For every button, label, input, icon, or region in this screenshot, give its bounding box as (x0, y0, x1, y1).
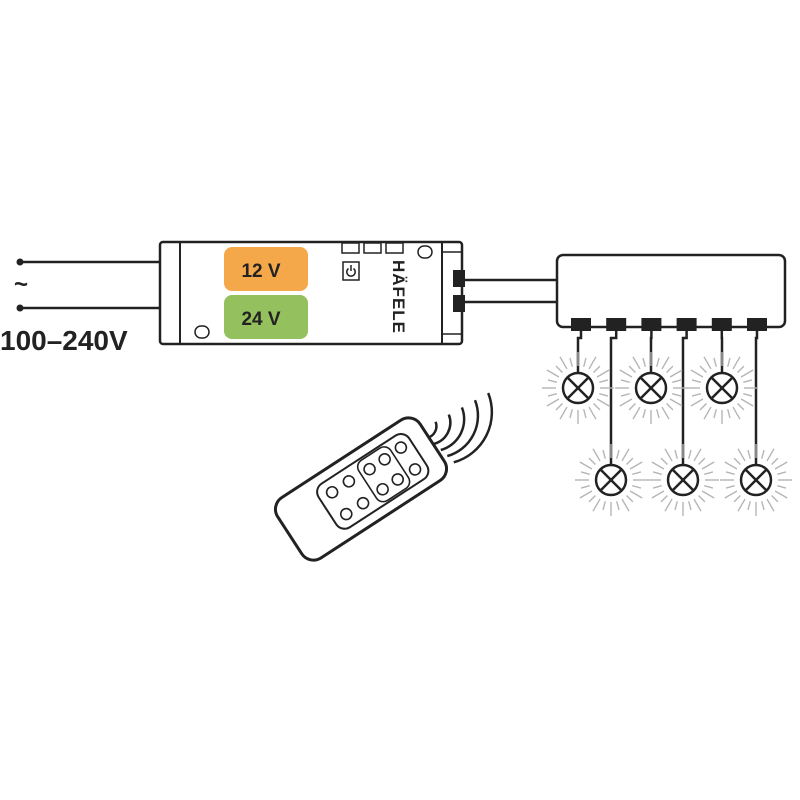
distributor-port-4 (676, 318, 697, 331)
indicator-led-3 (385, 242, 404, 254)
remote-button-8[interactable] (390, 472, 405, 487)
output-12v-label: 12 V (241, 261, 280, 282)
distributor-ports (571, 318, 767, 331)
lamp-icon (720, 444, 792, 516)
remote-button-1[interactable] (325, 485, 340, 500)
remote-button-10[interactable] (407, 462, 422, 477)
lamp-wire-2 (609, 331, 618, 465)
indicator-led-2 (363, 242, 382, 254)
remote-button-6[interactable] (375, 482, 390, 497)
remote-button-4[interactable] (355, 496, 370, 511)
lamps (542, 352, 792, 516)
lamp-icon (575, 444, 647, 516)
power-icon[interactable] (342, 261, 360, 281)
remote-button-2[interactable] (339, 506, 354, 521)
remote-key-group (356, 446, 411, 503)
output-24v-badge (224, 295, 308, 339)
remote-button-7[interactable] (377, 452, 392, 467)
ac-symbol: ~ (14, 271, 28, 298)
distributor-port-5 (711, 318, 732, 331)
distributor-housing (555, 253, 787, 329)
lamp-wire-4 (681, 331, 688, 465)
remote-button-3[interactable] (341, 474, 356, 489)
input-voltage-label: 100–240V (0, 325, 128, 356)
led-driver: 12 V 24 V HÄFELE (158, 240, 465, 346)
output-connector-bottom (453, 295, 465, 312)
distributor-port-6 (747, 318, 767, 331)
lamp-icon (686, 352, 758, 424)
distributor-port-2 (606, 318, 627, 331)
lamp-icon (542, 352, 614, 424)
lamp-icon (615, 352, 687, 424)
screw-icon-right (417, 245, 433, 259)
remote-control-icon[interactable] (270, 413, 452, 566)
screw-icon-left (194, 325, 210, 339)
indicator-led-1 (341, 242, 360, 254)
distributor-port-3 (641, 318, 662, 331)
output-24v-label: 24 V (241, 309, 280, 330)
brand-label: HÄFELE (389, 260, 408, 334)
distributor-box (555, 253, 787, 331)
lamp-icon (647, 444, 719, 516)
distributor-port-1 (571, 318, 591, 331)
output-connector-top (453, 270, 465, 287)
remote-button-5[interactable] (362, 462, 377, 477)
signal-waves-icon (427, 392, 494, 464)
output-12v-badge (224, 247, 308, 291)
lamp-wire-6 (754, 331, 759, 465)
remote-button-9[interactable] (393, 440, 408, 455)
mains-input: ~ 100–240V (0, 258, 160, 356)
